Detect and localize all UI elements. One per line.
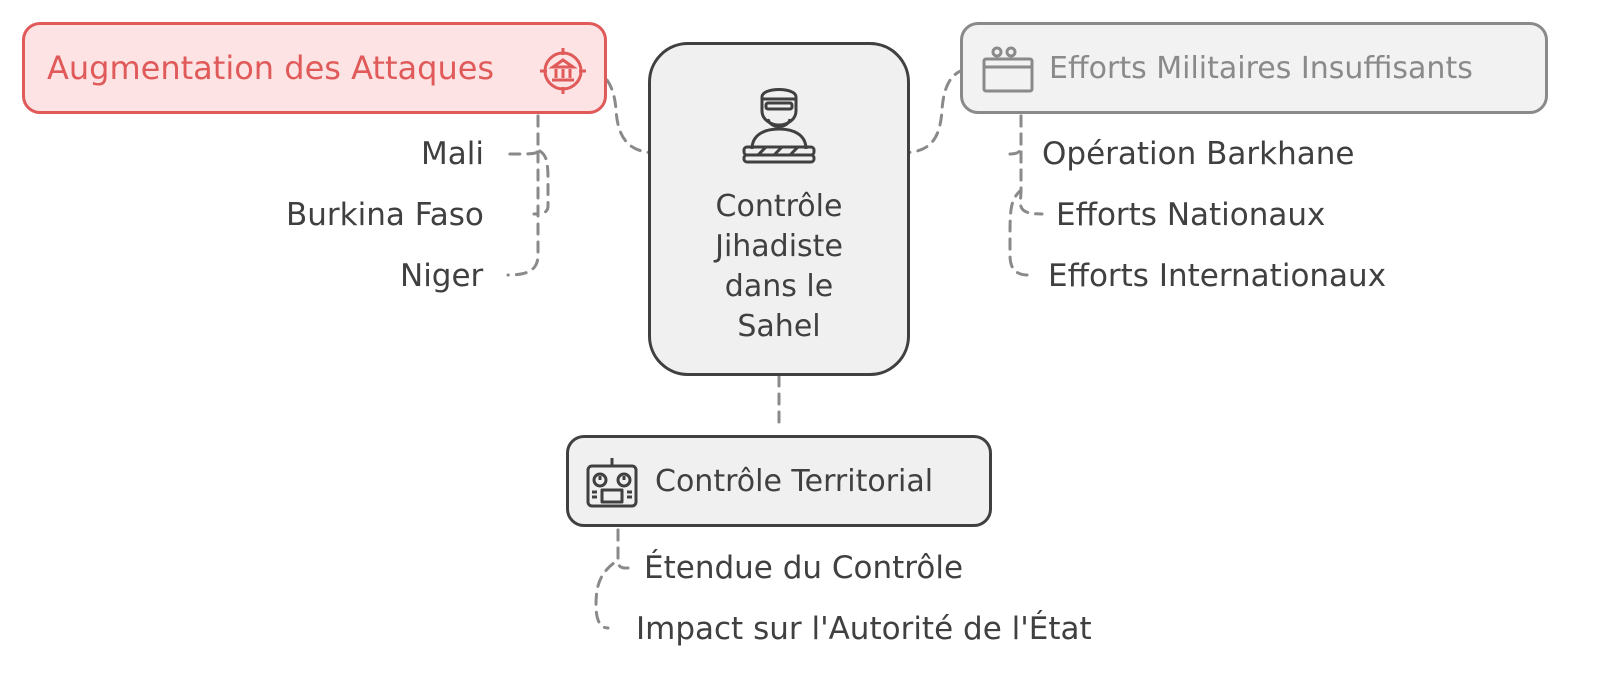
list-item: Niger <box>400 258 484 294</box>
connector-military-international <box>1008 114 1030 277</box>
list-item: Opération Barkhane <box>1042 136 1355 172</box>
central-topic-label: Contrôle Jihadiste dans le Sahel <box>715 189 843 344</box>
connector-military-barkhane <box>1008 114 1023 156</box>
branch-territorial: Contrôle Territorial <box>566 435 992 527</box>
branch-military-label: Efforts Militaires Insuffisants <box>1049 50 1473 86</box>
list-item: Mali <box>421 136 484 172</box>
jihadist-figure-icon <box>738 83 820 169</box>
branch-military: Efforts Militaires Insuffisants <box>960 22 1548 114</box>
list-item: Efforts Internationaux <box>1048 258 1387 294</box>
control-panel-icon <box>585 456 639 514</box>
central-topic: Contrôle Jihadiste dans le Sahel <box>648 42 910 376</box>
list-item: Impact sur l'Autorité de l'État <box>636 611 1092 647</box>
branch-territorial-label: Contrôle Territorial <box>655 463 934 499</box>
tank-icon <box>981 45 1035 99</box>
list-item: Efforts Nationaux <box>1056 197 1326 233</box>
connector-attacks-niger <box>506 114 540 277</box>
connector-territorial-extent <box>616 528 630 570</box>
connector-attacks-burkina <box>532 114 550 216</box>
connector-territorial-impact <box>594 528 620 630</box>
connector-military-national <box>1018 114 1044 216</box>
list-item: Étendue du Contrôle <box>644 550 964 586</box>
target-building-icon <box>539 47 587 99</box>
branch-attacks: Augmentation des Attaques <box>22 22 607 114</box>
list-item: Burkina Faso <box>286 197 484 233</box>
connector-attacks-mali <box>506 114 540 156</box>
branch-attacks-label: Augmentation des Attaques <box>47 49 495 87</box>
